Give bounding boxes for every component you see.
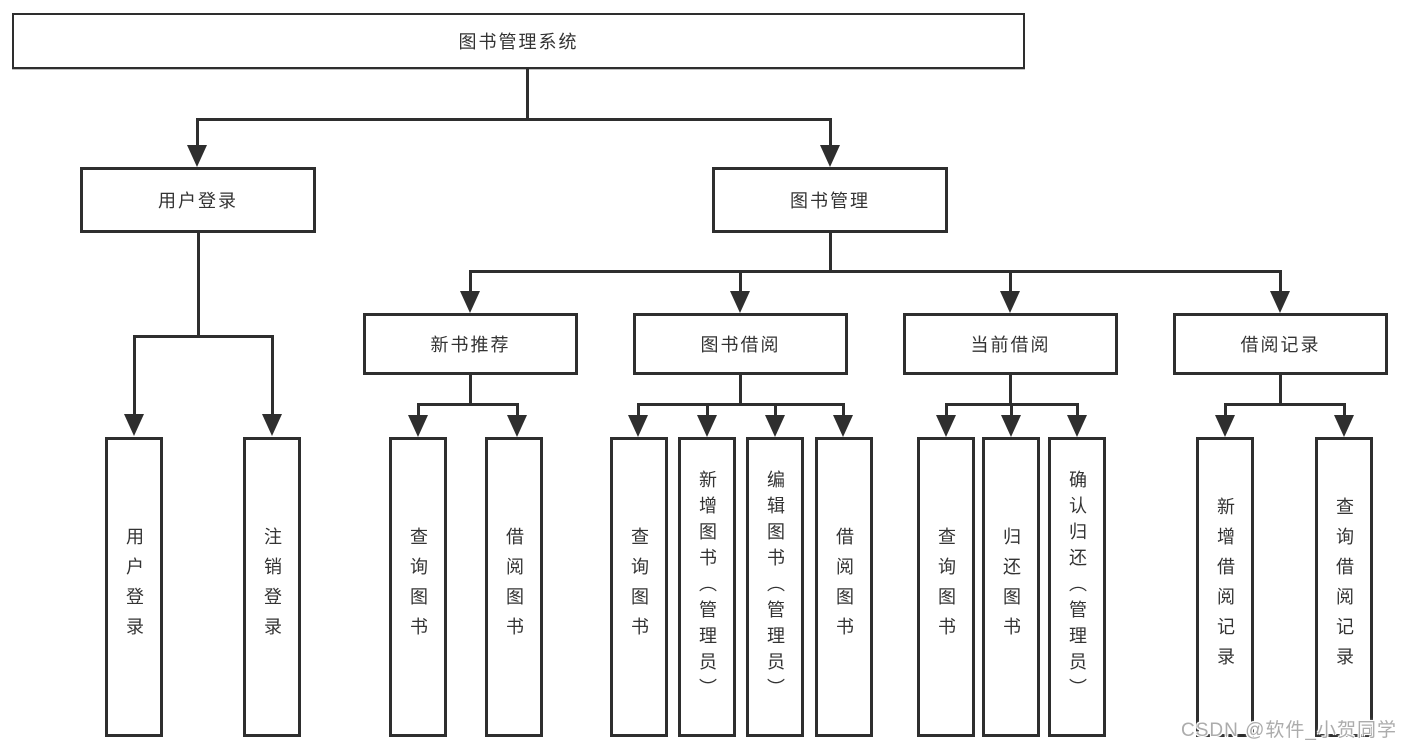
arrow-down-icon (697, 415, 717, 437)
arrow-down-icon (936, 415, 956, 437)
leaf-query-current: 查询图书 (917, 437, 975, 737)
edge-line (196, 118, 199, 148)
arrow-down-icon (628, 415, 648, 437)
edge-line (469, 375, 472, 405)
edge-line (1224, 403, 1227, 419)
edge-line (829, 233, 832, 272)
node-current-borrow: 当前借阅 (903, 313, 1118, 375)
arrow-down-icon (1067, 415, 1087, 437)
edge-line (417, 403, 519, 406)
leaf-add-borrow-record: 新增借阅记录 (1196, 437, 1254, 737)
edge-line (739, 375, 742, 405)
arrow-down-icon (1270, 291, 1290, 313)
leaf-query-book: 查询图书 (610, 437, 668, 737)
arrow-down-icon (730, 291, 750, 313)
edge-line (637, 403, 640, 419)
edge-line (469, 270, 472, 293)
arrow-down-icon (1334, 415, 1354, 437)
arrow-down-icon (507, 415, 527, 437)
leaf-logout: 注销登录 (243, 437, 301, 737)
node-user-login: 用户登录 (80, 167, 316, 233)
arrow-down-icon (262, 414, 282, 436)
edge-line (842, 403, 845, 419)
edge-line (469, 270, 1282, 273)
edge-line (1279, 375, 1282, 405)
leaf-query-borrow-record: 查询借阅记录 (1315, 437, 1373, 737)
edge-line (196, 118, 832, 121)
arrow-down-icon (187, 145, 207, 167)
edge-line (197, 233, 200, 335)
edge-line (417, 403, 420, 419)
arrow-down-icon (460, 291, 480, 313)
node-book-borrow: 图书借阅 (633, 313, 848, 375)
leaf-borrow-book: 借阅图书 (815, 437, 873, 737)
edge-line (1009, 270, 1012, 293)
arrow-down-icon (408, 415, 428, 437)
edge-line (133, 335, 274, 338)
edge-line (739, 270, 742, 293)
arrow-down-icon (1215, 415, 1235, 437)
node-book-management: 图书管理 (712, 167, 948, 233)
edge-line (1009, 375, 1012, 405)
edge-line (526, 69, 529, 118)
arrow-down-icon (820, 145, 840, 167)
arrow-down-icon (833, 415, 853, 437)
leaf-return-book: 归还图书 (982, 437, 1040, 737)
edge-line (1224, 403, 1346, 406)
edge-line (829, 118, 832, 148)
leaf-query-book-recommend: 查询图书 (389, 437, 447, 737)
node-root: 图书管理系统 (12, 13, 1025, 69)
arrow-down-icon (765, 415, 785, 437)
leaf-add-book-admin: 新增图书（管理员） (678, 437, 736, 737)
arrow-down-icon (124, 414, 144, 436)
arrow-down-icon (1001, 415, 1021, 437)
node-borrow-records: 借阅记录 (1173, 313, 1388, 375)
edge-line (1010, 403, 1013, 419)
leaf-confirm-return-admin: 确认归还（管理员） (1048, 437, 1106, 737)
edge-line (1076, 403, 1079, 419)
edge-line (774, 403, 777, 419)
edge-line (945, 403, 948, 419)
arrow-down-icon (1000, 291, 1020, 313)
edge-line (706, 403, 709, 419)
node-new-book-recommend: 新书推荐 (363, 313, 578, 375)
edge-line (1343, 403, 1346, 419)
leaf-edit-book-admin: 编辑图书（管理员） (746, 437, 804, 737)
edge-line (271, 335, 274, 417)
edge-line (516, 403, 519, 419)
edge-line (637, 403, 845, 406)
edge-line (133, 335, 136, 417)
csdn-watermark: CSDN @软件_小贺同学 (1181, 720, 1397, 741)
leaf-borrow-book-recommend: 借阅图书 (485, 437, 543, 737)
leaf-user-login: 用户登录 (105, 437, 163, 737)
edge-line (1279, 270, 1282, 293)
